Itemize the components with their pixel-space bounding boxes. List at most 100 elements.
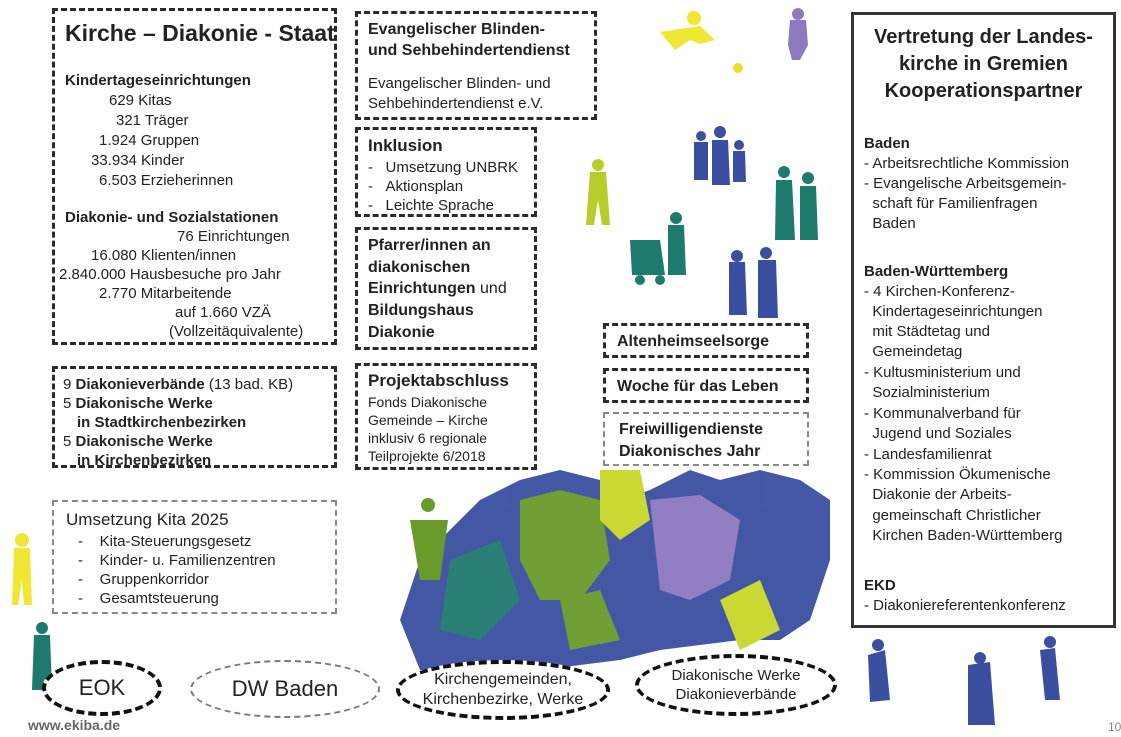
count: 5 [63,395,72,412]
list-item: - Leichte Sprache [368,197,494,214]
box-text: inklusiv 6 regionale [368,430,488,446]
page-number: 10 [1108,720,1121,734]
box-freiwilligendienste: Freiwilligendienste Diakonisches Jahr [603,412,809,466]
ellipse-kirchengemeinden: Kirchengemeinden, Kirchenbezirke, Werke [396,660,610,720]
figure-yellow-jumper [660,11,715,50]
box-line: diakonischen [368,259,471,276]
box-text: Evangelischer Blinden- und [368,75,551,92]
diak-line: 16.080 Klienten/innen [91,247,237,264]
list-item: mit Städtetag und [864,323,990,340]
box-text: Fonds Diakonische [368,394,488,410]
box-pfarrer: Pfarrer/innen an diakonischen Einrichtun… [355,227,537,350]
kita-heading: Kindertageseinrichtungen [65,72,251,89]
list-item: Gemeindetag [864,343,963,360]
figure-yellow-left [12,533,32,605]
list-item: - Kinder- u. Familienzentren [78,552,276,569]
box-title: Kooperationspartner [884,80,1083,102]
kita-line: 6.503 Erzieherinnen [99,172,234,189]
label: Diakonieverbände [75,376,205,393]
kita-line: 33.934 Kinder [91,152,185,169]
box-altenheimseelsorge: Altenheimseelsorge [603,323,809,358]
figure-stroller [630,212,686,285]
box-woche-fuer-das-leben: Woche für das Leben [603,368,809,403]
box-title: Vertretung der Landes- [874,26,1093,48]
diak-line: (Vollzeitäquivalente) [169,323,304,340]
footer-url: www.ekiba.de [28,717,121,733]
kita-line: 321 Träger [116,112,189,129]
verband-line-2: 5 Diakonische Werke [63,394,213,413]
section-heading: Baden-Württemberg [864,263,1009,280]
box-title: Projektabschluss [368,371,509,390]
figure-purple [788,8,808,60]
list-item: Kindertageseinrichtungen [864,303,1043,320]
ellipse-dw-baden: DW Baden [190,660,380,718]
box-label: Woche für das Leben [617,378,779,395]
figure-elderly [729,247,778,318]
label: Diakonische Werke [75,395,213,412]
diak-heading: Diakonie- und Sozialstationen [65,209,279,226]
list-item: Kirchen Baden-Württemberg [864,527,1063,544]
box-title: Umsetzung Kita 2025 [66,510,229,529]
verband-line-3-cont: in Kirchenbezirken [77,452,212,469]
list-item: - Evangelische Arbeitsgemein- [864,175,1067,192]
list-item: Sozialministerium [864,384,990,401]
section-heading: EKD [864,577,896,594]
box-kirche-diakonie-staat: Kirche – Diakonie - Staat Kindertagesein… [52,8,337,345]
diak-line: auf 1.660 VZÄ [175,304,271,321]
figure-bottom-right [868,636,1060,725]
list-item: - Gruppenkorridor [78,571,209,588]
list-item: - Umsetzung UNBRK [368,159,519,176]
box-title: kirche in Gremien [899,53,1068,75]
box-line: Bildungshaus [368,302,474,319]
kita-line: 1.924 Gruppen [99,132,200,149]
section-heading: Baden [864,135,910,152]
ellipse-diakonische-werke: Diakonische Werke Diakonieverbände [635,654,837,716]
box-kita-2025: Umsetzung Kita 2025 - Kita-Steuerungsges… [52,500,337,614]
box-text: Sehbehindertendienst e.V. [368,95,544,112]
box-line: Diakonisches Jahr [619,443,761,460]
verband-line-2-cont: in Stadtkirchenbezirken [77,414,247,431]
figure-green-left [410,498,448,580]
box-title: Kirche – Diakonie - Staat [65,20,335,46]
box-line: Freiwilligendienste [619,421,764,438]
kita-line: 629 Kitas [109,92,172,109]
figure-green-couple [775,166,818,240]
box-line: Einrichtungen und [368,280,507,297]
list-item: - Kommission Ökumenische [864,466,1051,483]
box-label: Altenheimseelsorge [617,333,770,350]
ellipse-label: EOK [78,675,126,700]
list-item: Diakonie der Arbeits- [864,486,1012,503]
list-item: - Kommunalverband für [864,405,1021,422]
box-title: Evangelischer Blinden- [368,21,545,38]
ellipse-label: Kirchengemeinden, [434,671,572,688]
ellipse-eok: EOK [42,660,162,716]
list-item: - Gesamtsteuerung [78,590,219,607]
crowd [400,470,830,675]
ellipse-label: Kirchenbezirke, Werke [422,691,584,708]
ellipse-label: Diakonische Werke [671,667,801,684]
count: 5 [63,433,72,450]
box-title: und Sehbehindertendienst [368,42,570,59]
count: 9 [63,376,72,393]
ellipse-label: DW Baden [231,676,339,701]
list-item: - Diakoniereferentenkonferenz [864,597,1066,614]
figure-family [694,126,746,185]
list-item: - 4 Kirchen-Konferenz- [864,283,1015,300]
box-line: Diakonie [368,324,435,341]
box-text: Teilprojekte 6/2018 [368,448,486,464]
box-vertretung: Vertretung der Landes- kirche in Gremien… [851,12,1116,628]
list-item: schaft für Familienfragen [864,195,1038,212]
ellipse-label: Diakonieverbände [675,686,797,703]
box-line: Pfarrer/innen an [368,237,491,254]
diak-line: 2.840.000 Hausbesuche pro Jahr [59,266,281,283]
list-item: - Kita-Steuerungsgesetz [78,533,252,550]
figure-lime-woman [586,159,610,225]
list-item: Jugend und Soziales [864,425,1012,442]
box-inklusion: Inklusion - Umsetzung UNBRK - Aktionspla… [355,127,537,217]
note: (13 bad. KB) [208,376,294,393]
list-item: - Landesfamilienrat [864,446,992,463]
list-item: - Aktionsplan [368,178,464,195]
box-text: Gemeinde – Kirche [368,412,488,428]
box-projektabschluss: Projektabschluss Fonds Diakonische Gemei… [355,363,537,470]
label: Diakonische Werke [75,433,213,450]
